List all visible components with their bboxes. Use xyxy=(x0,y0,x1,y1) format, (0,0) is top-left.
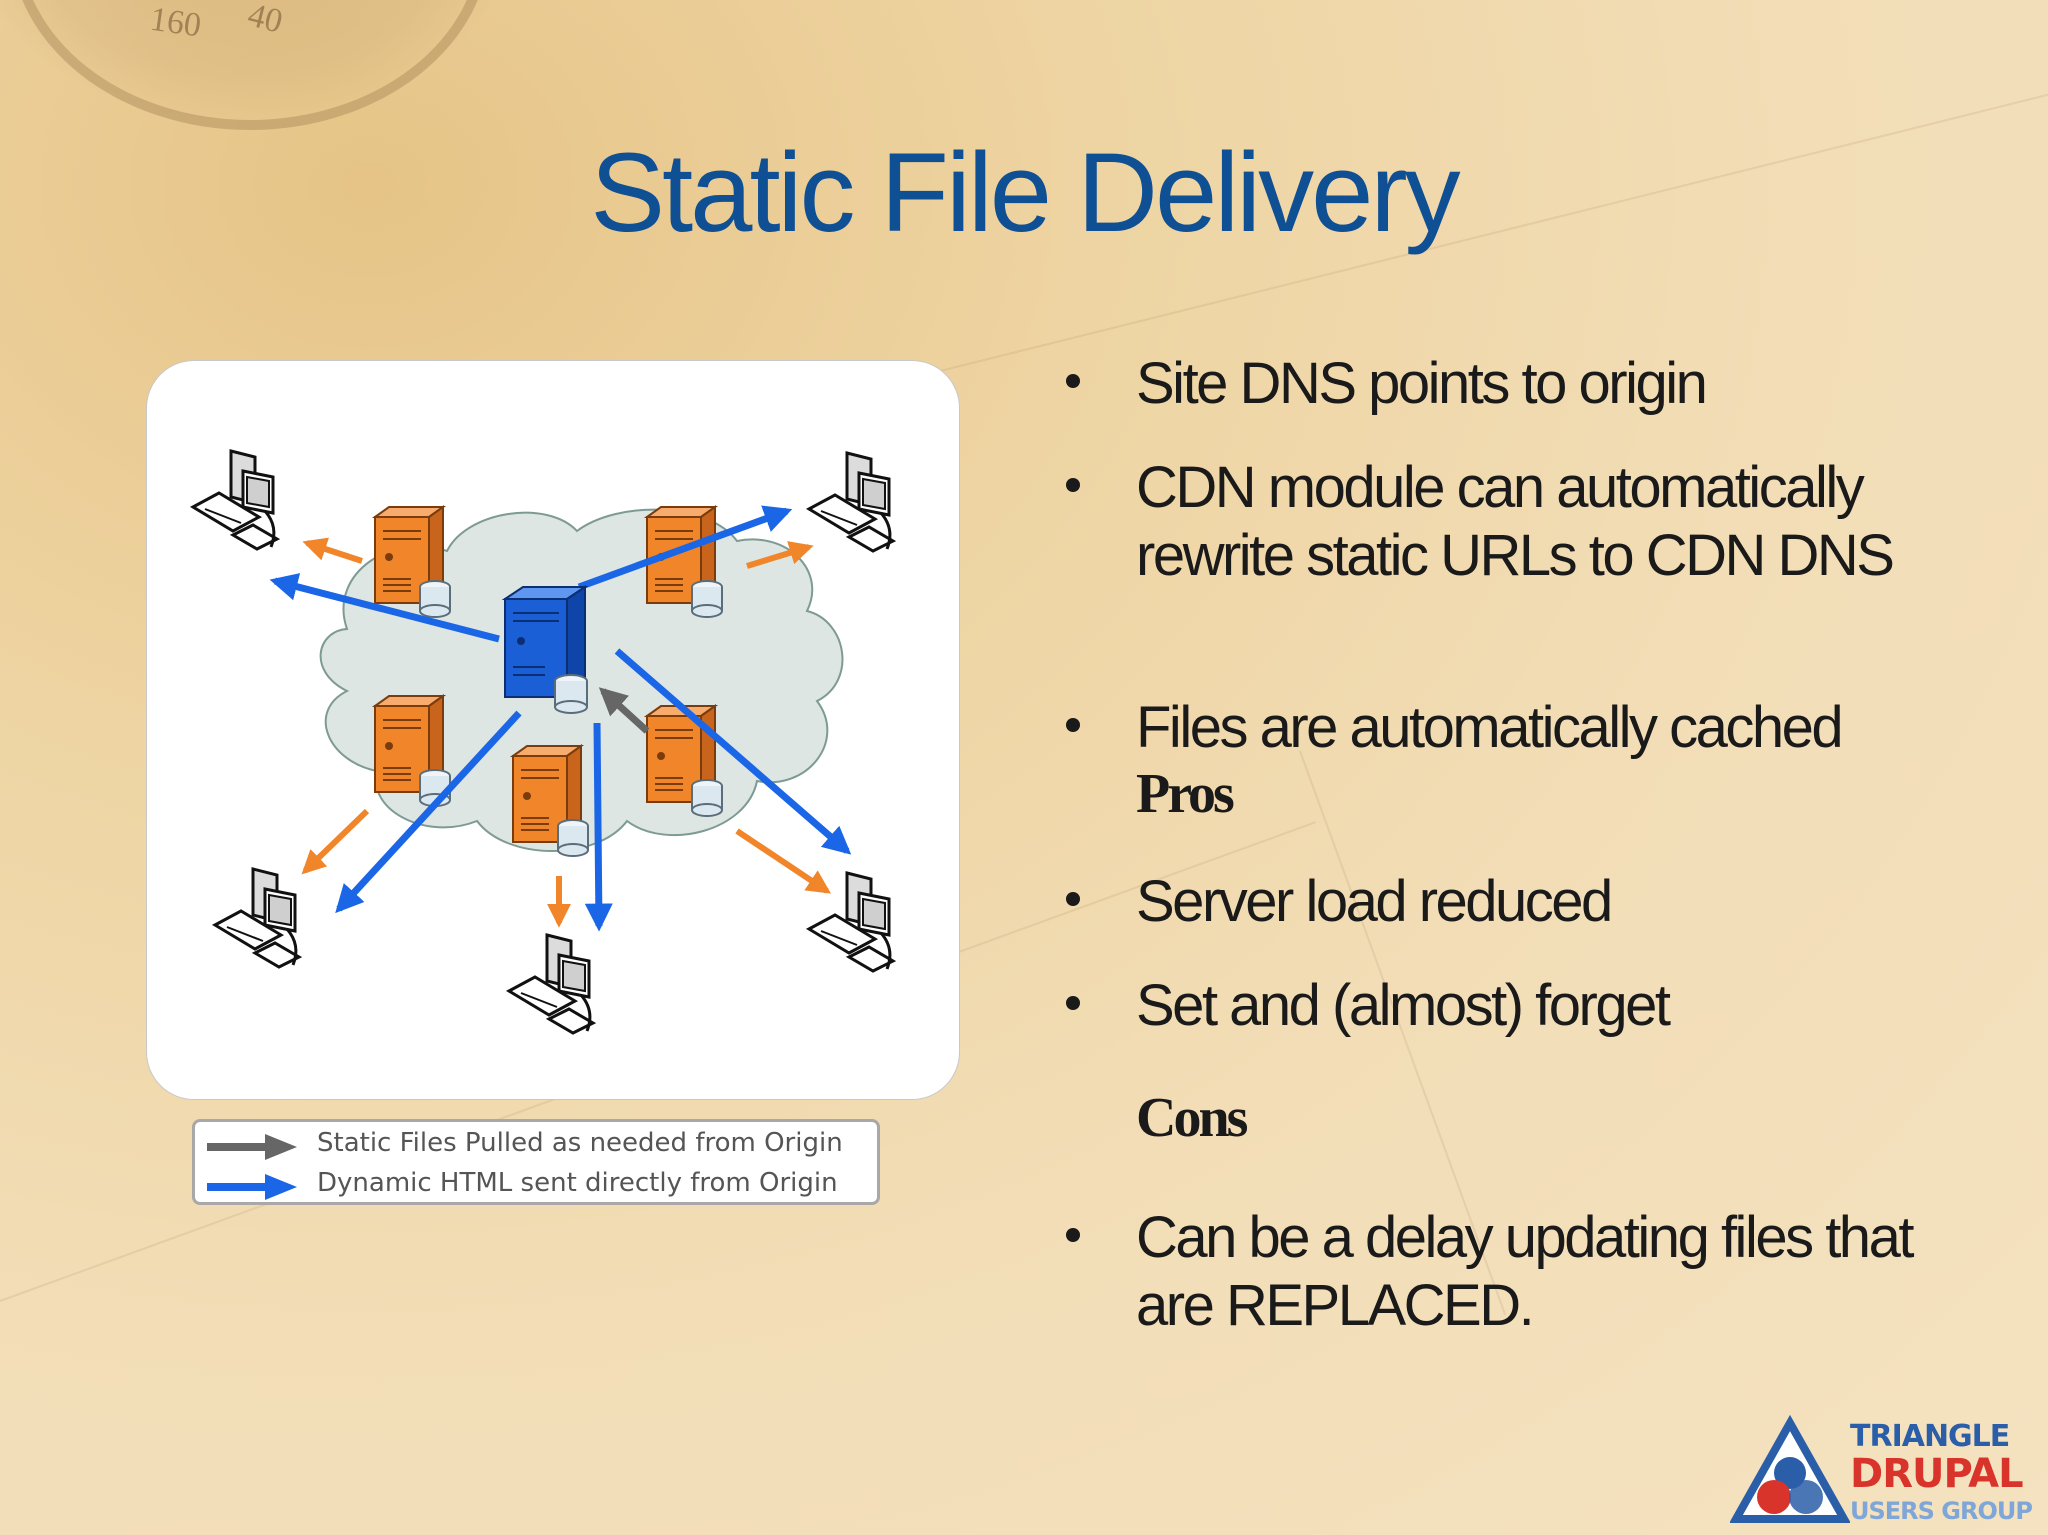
blue-arrow-icon xyxy=(207,1174,297,1200)
cons-heading: Cons xyxy=(1136,1087,1248,1149)
edge-server-icon xyxy=(374,506,451,618)
bullet-text: Set and (almost) forget xyxy=(1136,973,1671,1038)
triangle-drupal-logo: TRIANGLE DRUPAL USERS GROUP xyxy=(1730,1415,2033,1525)
diagram-legend: Static Files Pulled as needed from Origi… xyxy=(192,1119,880,1205)
computer-icon xyxy=(213,867,301,969)
bullet-text: CDN module can automatically rewrite sta… xyxy=(1136,455,1895,588)
compass-mark-160: 160 xyxy=(147,0,204,45)
bullet-dot xyxy=(1066,478,1080,492)
bullet-dot xyxy=(1066,892,1080,906)
grey-arrow-icon xyxy=(207,1134,297,1160)
logo-triangle-icon xyxy=(1730,1415,1850,1523)
bullet-text: Server load reduced xyxy=(1136,869,1613,934)
legend-row-dynamic: Dynamic HTML sent directly from Origin xyxy=(195,1166,877,1206)
computer-icon xyxy=(807,451,895,553)
edge-server-icon xyxy=(646,705,723,817)
bullet-dot xyxy=(1066,1228,1080,1242)
edge-server-icon xyxy=(374,695,451,807)
cdn-diagram-graphic xyxy=(191,449,895,1035)
slide-title: Static File Delivery xyxy=(590,130,1460,255)
bullet-dot xyxy=(1066,374,1080,388)
edge-server-icon xyxy=(512,745,589,857)
bullet-text: Can be a delay updating files that are R… xyxy=(1136,1205,1914,1338)
bullet-text: Site DNS points to origin xyxy=(1136,351,1708,416)
pros-heading: Pros xyxy=(1136,763,1235,825)
logo-line-drupal: DRUPAL xyxy=(1850,1451,2024,1497)
bullet-text: Files are automatically cached xyxy=(1136,695,1844,760)
legend-label-static: Static Files Pulled as needed from Origi… xyxy=(317,1128,843,1158)
origin-server-icon xyxy=(504,586,588,714)
logo-line-triangle: TRIANGLE xyxy=(1850,1419,2010,1454)
legend-row-static: Static Files Pulled as needed from Origi… xyxy=(195,1126,877,1166)
logo-line-users-group: USERS GROUP xyxy=(1850,1497,2033,1525)
computer-icon xyxy=(191,449,279,551)
cdn-diagram xyxy=(146,360,960,1100)
bullet-dot xyxy=(1066,996,1080,1010)
bullet-dot xyxy=(1066,718,1080,732)
computer-icon xyxy=(507,933,595,1035)
legend-label-dynamic: Dynamic HTML sent directly from Origin xyxy=(317,1168,838,1198)
edge-server-icon xyxy=(646,506,723,618)
